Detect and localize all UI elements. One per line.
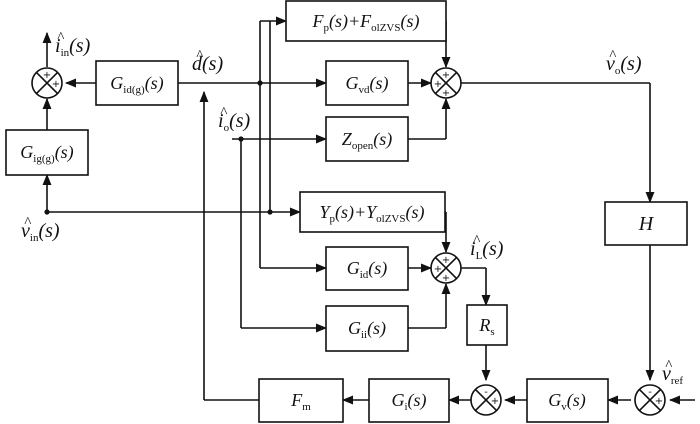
- svg-text:+: +: [655, 396, 663, 407]
- svg-text:+: +: [434, 264, 442, 275]
- block-gid-g: Gid(g)(s): [95, 60, 179, 106]
- svg-text:^: ^: [665, 358, 673, 374]
- svg-text:^: ^: [196, 48, 204, 64]
- svg-text:H: H: [638, 213, 655, 235]
- signal-label-v-ref: ^ vref: [662, 358, 683, 387]
- svg-text:Yp(s)+YolZVS(s): Yp(s)+YolZVS(s): [319, 202, 424, 225]
- sum-junction-current-loop: - +: [470, 384, 502, 416]
- block-yp-yolzvs: Yp(s)+YolZVS(s): [299, 191, 446, 233]
- svg-text:^: ^: [473, 233, 481, 249]
- svg-text:^: ^: [609, 48, 617, 64]
- svg-text:Gvd(s): Gvd(s): [346, 73, 389, 96]
- sum-junction-inductor-current: + + +: [430, 252, 462, 284]
- svg-text:Gi(s): Gi(s): [391, 390, 426, 413]
- block-gii: Gii(s): [325, 305, 409, 352]
- svg-text:Gii(s): Gii(s): [348, 318, 386, 341]
- sum-junction-voltage-loop: - +: [634, 384, 666, 416]
- block-fm: Fm: [258, 378, 344, 423]
- svg-text:iL(s): iL(s): [470, 238, 504, 262]
- svg-text:io(s): io(s): [218, 110, 251, 134]
- svg-text:+: +: [442, 70, 450, 81]
- svg-text:vin(s): vin(s): [21, 220, 60, 244]
- block-gid: Gid(s): [325, 246, 409, 291]
- block-gig-g: Gig(g)(s): [5, 129, 89, 176]
- svg-text:Rs: Rs: [478, 315, 494, 338]
- block-zopen: Zopen(s): [325, 116, 409, 162]
- svg-text:+: +: [442, 255, 450, 266]
- svg-text:vref: vref: [662, 363, 683, 387]
- signal-label-v-o: ^ vo(s): [606, 48, 642, 77]
- junction-dots: [44, 80, 273, 215]
- svg-text:Zopen(s): Zopen(s): [342, 129, 392, 152]
- svg-text:Fp(s)+FolZVS(s): Fp(s)+FolZVS(s): [312, 11, 420, 34]
- svg-text:d(s): d(s): [192, 53, 223, 75]
- signal-wires: [42, 16, 695, 405]
- svg-text:Gv(s): Gv(s): [548, 390, 586, 413]
- svg-text:Fm: Fm: [290, 390, 311, 413]
- svg-text:+: +: [491, 396, 499, 407]
- svg-text:+: +: [43, 70, 51, 81]
- signal-label-i-in: ^ iin(s): [55, 30, 91, 59]
- svg-text:iin(s): iin(s): [55, 35, 91, 59]
- block-fp-folzvs: Fp(s)+FolZVS(s): [285, 0, 447, 42]
- svg-text:+: +: [442, 88, 450, 99]
- block-h: H: [604, 201, 688, 246]
- svg-text:Gid(s): Gid(s): [347, 258, 388, 281]
- signal-label-i-l: ^ iL(s): [470, 233, 504, 262]
- block-gvd: Gvd(s): [325, 60, 409, 106]
- svg-text:vo(s): vo(s): [606, 53, 642, 77]
- block-rs: Rs: [466, 304, 508, 346]
- signal-label-d: ^ d(s): [192, 48, 223, 75]
- svg-text:+: +: [434, 79, 442, 90]
- signal-label-v-in: ^ vin(s): [21, 215, 60, 244]
- signal-label-i-o: ^ io(s): [218, 105, 251, 134]
- block-gv: Gv(s): [526, 378, 609, 423]
- svg-text:Gid(g)(s): Gid(g)(s): [110, 73, 163, 96]
- svg-text:^: ^: [57, 30, 65, 46]
- svg-text:Gig(g)(s): Gig(g)(s): [20, 142, 73, 165]
- svg-text:+: +: [442, 273, 450, 284]
- sum-junction-output-voltage: + + +: [430, 67, 462, 99]
- svg-text:^: ^: [220, 105, 228, 121]
- svg-text:-: -: [484, 387, 488, 398]
- svg-text:+: +: [52, 79, 60, 90]
- svg-text:-: -: [648, 387, 652, 398]
- block-gi: Gi(s): [368, 378, 450, 423]
- sum-junction-input: + +: [31, 67, 63, 99]
- svg-text:^: ^: [24, 215, 32, 231]
